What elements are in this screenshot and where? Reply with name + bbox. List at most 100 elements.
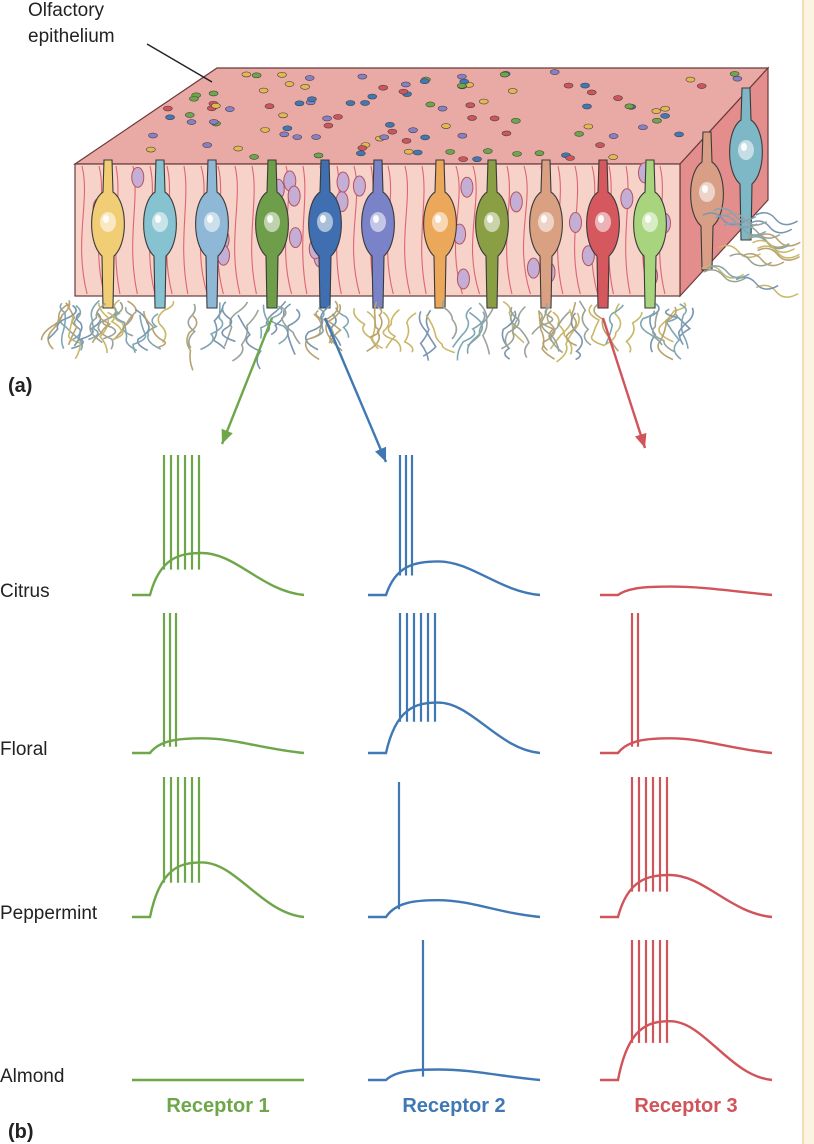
cilia-dot [367, 93, 378, 100]
axon [714, 214, 758, 229]
cilia-dot [534, 150, 545, 156]
arrow-head [221, 428, 233, 444]
tissue-nucleus [568, 211, 582, 233]
axon [664, 308, 692, 338]
tissue-nucleus [526, 257, 540, 279]
axon [602, 303, 622, 347]
response-trace [600, 940, 773, 1082]
receptor-name-label: Receptor 3 [634, 1095, 737, 1117]
axon [625, 312, 643, 353]
axon [542, 310, 556, 351]
receptor-name-label: Receptor 1 [166, 1095, 269, 1117]
axon [679, 303, 689, 349]
cilia-dot [456, 82, 467, 89]
cilia-dot [563, 82, 574, 89]
capillary-line [183, 165, 189, 295]
axon [749, 220, 793, 234]
cilia-dot [165, 114, 175, 121]
capillary-line [471, 165, 481, 295]
odorant-label: Peppermint [0, 903, 98, 924]
arrow-shaft [601, 317, 647, 449]
axon [335, 307, 350, 338]
axon [556, 312, 580, 363]
axon [187, 303, 196, 349]
cilia-dot [322, 115, 332, 122]
arrow-head [375, 446, 387, 462]
cilia-dot [419, 78, 430, 85]
axon [259, 304, 270, 339]
cilia-dot [379, 134, 390, 141]
axon [478, 302, 491, 355]
receptor-cell [475, 159, 509, 309]
cell-nucleus [595, 212, 611, 232]
odorant-label: Floral [0, 739, 48, 760]
cell-body [143, 159, 177, 309]
axon [89, 302, 106, 344]
cilia-dot [186, 119, 197, 125]
cilia-dot [437, 105, 448, 112]
cell-body [361, 159, 395, 309]
cilia-dot [300, 84, 310, 90]
cilia-dot [304, 75, 315, 81]
cell-nucleus [264, 212, 280, 232]
cilia-dot [549, 69, 560, 75]
receptor-cell [308, 159, 342, 309]
cilia-dot [233, 145, 243, 152]
cilia-dot [294, 100, 305, 107]
axon [385, 308, 400, 349]
trace-curve [368, 1068, 541, 1082]
axon [509, 311, 530, 358]
cilia-dot [420, 134, 430, 141]
cell-nucleus [204, 212, 220, 232]
axon [70, 304, 82, 342]
cell-nucleus-highlight [541, 215, 547, 223]
axon [107, 311, 124, 341]
axon [88, 299, 100, 341]
cilia-dot [425, 101, 436, 108]
axon [531, 306, 554, 335]
axon [752, 239, 795, 254]
axon [570, 312, 583, 361]
axon [287, 308, 301, 355]
cell-body [633, 159, 667, 309]
cell-nucleus [642, 212, 658, 232]
trace-curve [600, 873, 773, 919]
capillary-line [404, 165, 411, 295]
cilia-dot [345, 100, 356, 106]
response-trace [132, 777, 305, 919]
cell-body [529, 159, 563, 309]
cilia-dot [311, 134, 321, 140]
cell-body [255, 159, 289, 309]
cilia-dot [307, 96, 317, 102]
cilia-dot [378, 84, 388, 91]
cell-nucleus-highlight [373, 215, 379, 223]
axon [593, 304, 619, 352]
cilia-dot [401, 138, 412, 144]
receptor-cell [91, 159, 125, 309]
cell-nucleus-highlight [207, 215, 213, 223]
cilia-dot [241, 71, 252, 78]
receptor-cell [690, 131, 724, 271]
axon [501, 310, 517, 360]
axon [651, 311, 675, 353]
axon [97, 306, 117, 350]
epithelium-block [40, 66, 801, 371]
capillary-line [522, 165, 531, 295]
tissue-nucleus [456, 268, 470, 290]
receptor-name-label: Receptor 2 [402, 1095, 505, 1117]
cilia-dot [472, 156, 482, 162]
axon [639, 310, 663, 346]
axon-tangles [40, 207, 801, 371]
cilia-dot [408, 127, 418, 133]
cilia-dot [624, 103, 635, 110]
axon [737, 225, 781, 239]
axon [330, 313, 342, 347]
cilia-dot [357, 145, 368, 151]
arrow-shaft [323, 317, 388, 463]
cell-nucleus [738, 140, 754, 160]
axon [102, 301, 124, 340]
receptor-cell [255, 159, 289, 309]
axon [724, 212, 768, 226]
cilia-dot [685, 76, 696, 83]
cilia-dot [729, 71, 740, 77]
